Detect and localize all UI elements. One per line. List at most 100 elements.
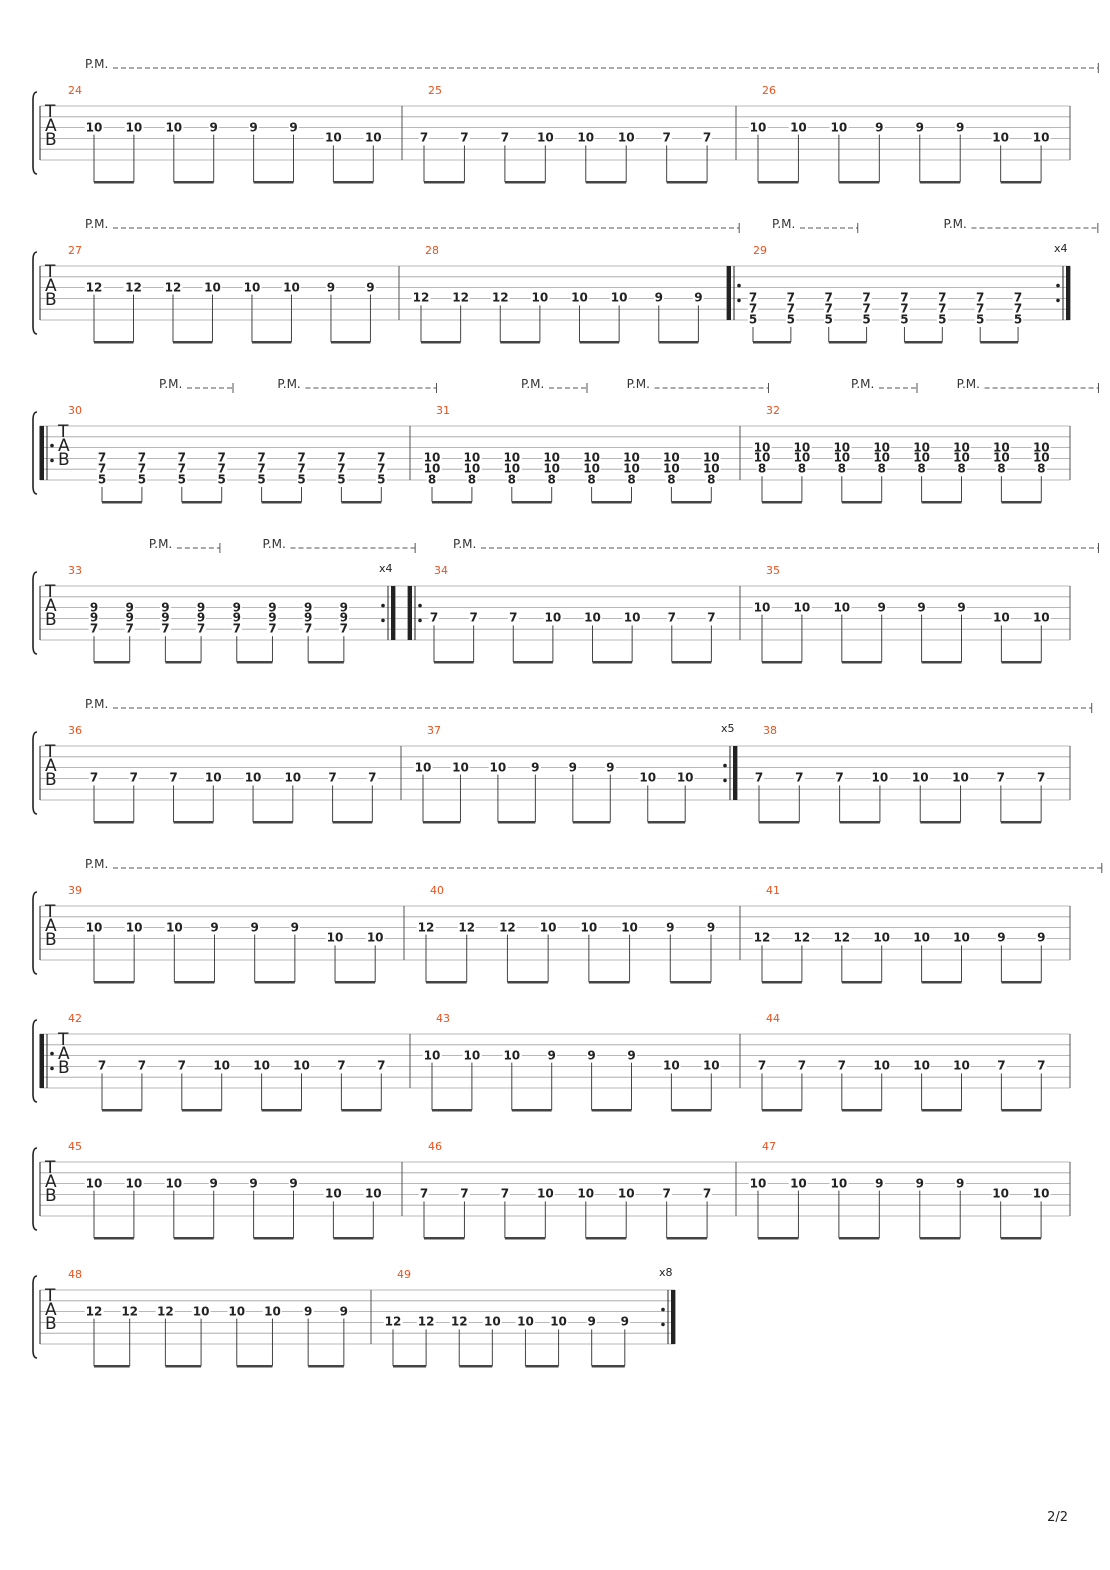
fret-number: 7 [1012,301,1024,316]
fret-number: 10 [952,1058,971,1073]
fret-number: 7 [899,290,910,305]
fret-number: 7 [88,770,100,785]
beam [838,181,880,184]
beam [504,181,546,184]
beam [261,1109,302,1112]
beam [753,341,791,344]
repeat-end-thick-bar [391,586,395,640]
repeat-start-thick-bar [727,266,731,320]
measure-number: 42 [68,1012,82,1025]
fret-number: 7 [508,610,519,625]
fret-number: 7 [499,1186,511,1201]
fret-number: 7 [176,461,187,476]
fret-number: 9 [231,600,242,615]
beam [236,1365,273,1368]
palm-mute-label: P.M. [453,537,477,551]
fret-number: 10 [242,280,262,295]
measure-number: 45 [68,1140,82,1153]
palm-mute-label: P.M. [521,377,545,391]
fret-number: 10 [535,1186,555,1201]
beam [497,821,536,824]
fret-number: 7 [1035,770,1047,785]
fret-number: 9 [209,920,220,935]
fret-number: 7 [216,450,227,465]
fret-number: 7 [753,770,765,785]
system-brace [32,571,38,655]
fret-number: 7 [256,461,267,476]
fret-number: 5 [136,472,148,487]
beam [459,1365,493,1368]
fret-number: 9 [248,120,259,135]
fret-number: 10 [462,461,482,476]
beam [94,1237,134,1240]
page-number: 2/2 [1047,1510,1068,1525]
beam [254,981,295,984]
beam [341,1109,382,1112]
fret-number: 7 [794,770,805,785]
system-brace [32,91,38,175]
fret-number: 10 [616,1186,636,1201]
fret-number: 10 [482,1314,502,1329]
fret-number: 9 [626,1048,637,1063]
measure-number: 48 [68,1268,82,1281]
fret-number: 10 [292,1058,311,1073]
fret-number: 10 [325,930,345,945]
fret-number: 10 [570,290,589,305]
beam [762,661,802,664]
fret-number: 10 [829,1176,849,1191]
beam [841,981,882,984]
tab-clef-letter-t: T [45,102,56,122]
fret-number: 9 [914,1176,925,1191]
fret-number: 10 [462,450,482,465]
fret-number: 9 [288,120,299,135]
tab-clef-letter-a: A [45,1172,57,1192]
measure-number: 29 [753,244,767,257]
repeat-start-thick-bar [40,1034,44,1088]
palm-mute-label: P.M. [85,697,109,711]
fret-number: 5 [376,472,387,487]
fret-number: 9 [160,610,171,625]
tab-clef-letter-b: B [58,450,70,470]
fret-number: 10 [832,440,852,455]
fret-number: 10 [912,450,931,465]
tab-clef-letter-b: B [45,610,57,630]
fret-number: 10 [263,1304,282,1319]
fret-number: 10 [576,130,596,145]
beam [1000,181,1042,184]
fret-number: 10 [164,120,184,135]
repeat-dot [50,1051,54,1056]
fret-number: 8 [996,461,1007,476]
beam [838,1237,880,1240]
fret-number: 7 [996,1058,1007,1073]
fret-number: 10 [549,1314,568,1329]
tab-clef-letter-b: B [58,1058,70,1078]
fret-number: 10 [622,461,641,476]
fret-number: 10 [84,120,104,135]
beam [592,661,633,664]
fret-number: 7 [88,621,100,636]
fret-number: 9 [195,600,207,615]
fret-number: 10 [638,770,658,785]
measure-number: 41 [766,884,780,897]
fret-number: 10 [792,600,812,615]
beam [762,1109,802,1112]
beam [841,661,882,664]
fret-number: 7 [785,290,797,305]
beam [572,821,611,824]
fret-number: 9 [605,760,616,775]
fret-number: 10 [422,1048,442,1063]
measure-number: 27 [68,244,82,257]
tab-clef-letter-a: A [45,916,57,936]
fret-number: 9 [124,600,135,615]
fret-number: 12 [120,1304,140,1319]
beam [308,1365,344,1368]
fret-number: 9 [325,280,337,295]
fret-number: 10 [789,1176,808,1191]
fret-number: 10 [752,600,772,615]
fret-number: 10 [748,120,768,135]
beam [579,341,620,344]
beam [762,981,802,984]
repeat-dot [661,1307,665,1312]
fret-number: 10 [124,1176,144,1191]
fret-number: 9 [365,280,376,295]
